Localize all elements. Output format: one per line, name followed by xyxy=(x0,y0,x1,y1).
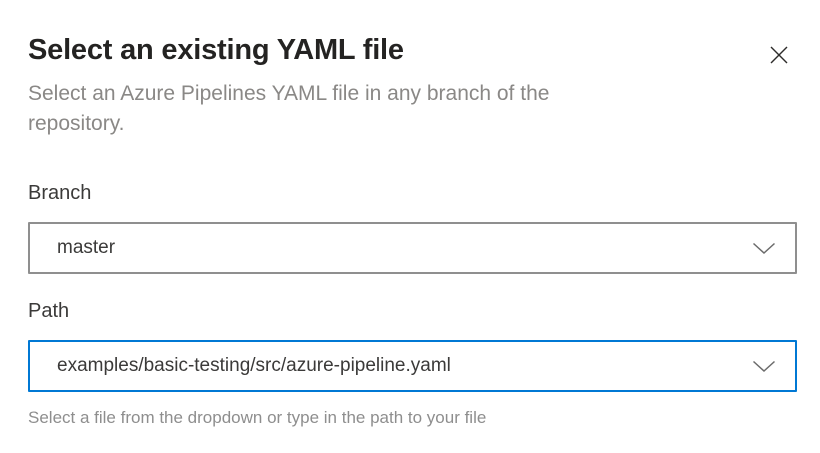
close-button[interactable] xyxy=(760,36,798,74)
branch-dropdown-value: master xyxy=(57,237,116,258)
path-input[interactable] xyxy=(57,355,742,377)
dialog-subtitle-line1: Select an Azure Pipelines YAML file in a… xyxy=(28,82,550,105)
branch-label: Branch xyxy=(28,182,92,204)
path-label: Path xyxy=(28,300,70,322)
path-helper-text: Select a file from the dropdown or type … xyxy=(28,408,487,427)
chevron-down-icon xyxy=(752,242,776,255)
dialog-title: Select an existing YAML file xyxy=(28,34,404,66)
dialog-subtitle: Select an Azure Pipelines YAML file in a… xyxy=(28,79,796,139)
path-combobox[interactable] xyxy=(28,340,797,392)
dialog-subtitle-line2: repository. xyxy=(28,112,125,135)
close-icon xyxy=(764,40,794,70)
branch-dropdown[interactable]: master xyxy=(28,222,797,274)
chevron-down-icon xyxy=(752,360,776,373)
